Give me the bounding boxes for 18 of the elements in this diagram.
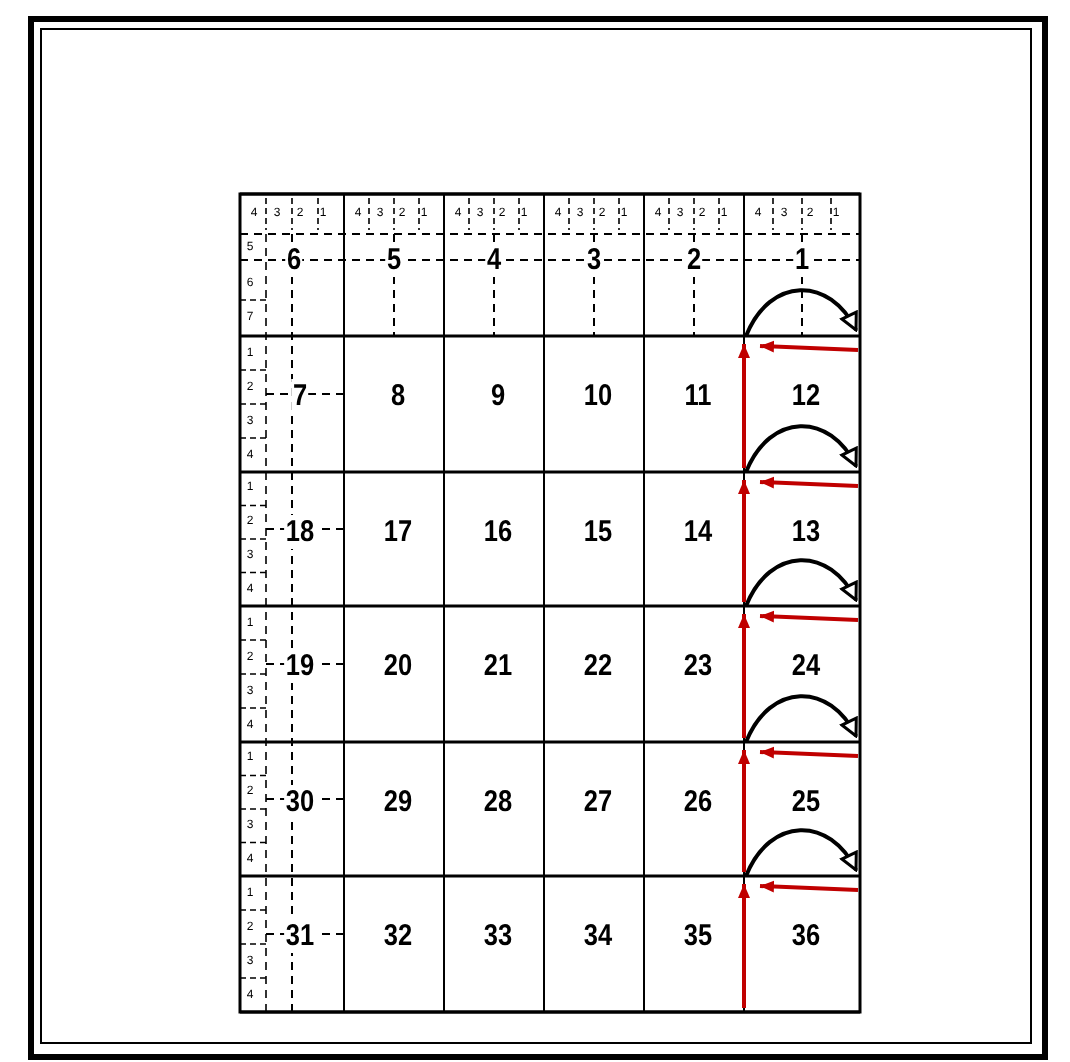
cell-number: 2 xyxy=(685,243,703,277)
cell-number: 16 xyxy=(482,514,514,548)
cell-number: 25 xyxy=(790,784,822,818)
cell-number: 5 xyxy=(385,243,403,277)
cell-number: 18 xyxy=(284,514,316,548)
cell-number: 6 xyxy=(285,243,303,277)
cell-number: 7 xyxy=(291,379,309,413)
cell-number: 19 xyxy=(284,649,316,683)
cell-number: 31 xyxy=(284,919,316,953)
cell-number: 1 xyxy=(793,243,811,277)
cell-number: 15 xyxy=(582,514,614,548)
cell-number: 13 xyxy=(790,514,822,548)
cell-number: 4 xyxy=(485,243,503,277)
cell-number: 28 xyxy=(482,784,514,818)
cell-number: 3 xyxy=(585,243,603,277)
cell-number: 30 xyxy=(284,784,316,818)
cell-number: 29 xyxy=(382,784,414,818)
cell-number: 26 xyxy=(682,784,714,818)
